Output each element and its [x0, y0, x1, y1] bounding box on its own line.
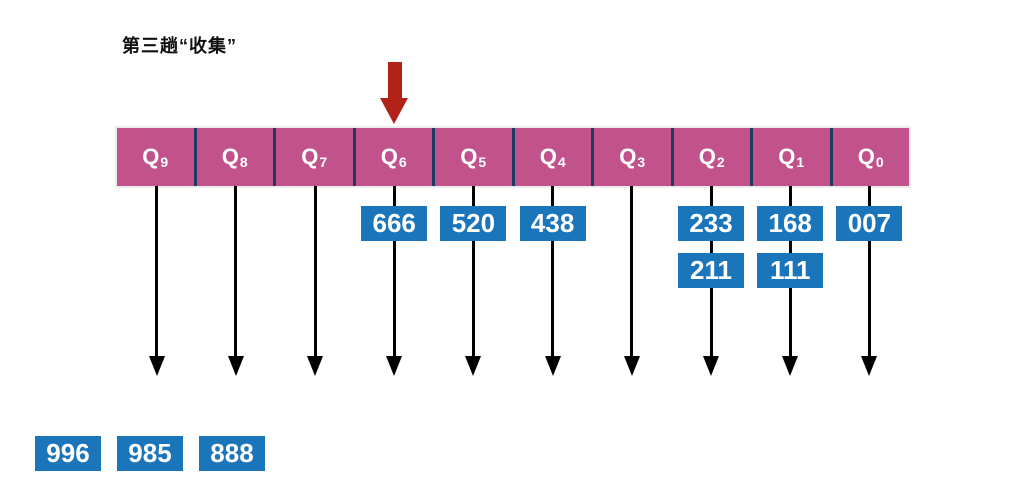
queue-items-stack: 438: [519, 206, 586, 241]
value-box: 438: [519, 206, 586, 241]
value-box: 007: [836, 206, 903, 241]
down-arrow-icon: [703, 356, 720, 376]
down-arrow-icon: [307, 356, 323, 376]
down-arrow-icon: [227, 356, 244, 376]
queue-column-q6: 666: [355, 186, 434, 386]
queue-column-q3: [592, 186, 671, 386]
queue-label: Q: [778, 144, 796, 169]
queue-column-q7: [275, 186, 354, 386]
flow-arrow-line: [234, 186, 238, 358]
queue-column-q0: 007: [830, 186, 909, 386]
queue-items-stack: 520: [440, 206, 507, 241]
value-box: 211: [678, 253, 745, 288]
queue-subscript: 2: [716, 154, 725, 170]
queue-subscript: 8: [239, 154, 248, 170]
value-box: 111: [757, 253, 824, 288]
queue-column-q9: [117, 186, 196, 386]
queue-subscript: 5: [478, 154, 487, 170]
value-box: 233: [678, 206, 745, 241]
flow-arrow-line: [155, 186, 159, 358]
queue-columns: 666 520 438 233 211: [117, 186, 909, 386]
value-box: 520: [440, 206, 507, 241]
down-arrow-icon: [465, 356, 482, 376]
flow-arrow-line: [551, 186, 555, 358]
queue-subscript: 6: [398, 154, 407, 170]
queue-label: Q: [301, 144, 319, 169]
queue-column-q8: [196, 186, 275, 386]
queue-label: Q: [142, 144, 160, 169]
collected-value-box: 985: [117, 436, 183, 471]
queue-column-q4: 438: [513, 186, 592, 386]
down-arrow-icon: [861, 356, 878, 376]
flow-arrow-line: [471, 186, 475, 358]
queue-label: Q: [857, 144, 875, 169]
pointer-arrow-head: [380, 98, 408, 124]
queue-items-stack: 007: [836, 206, 903, 241]
down-arrow-icon: [386, 356, 403, 376]
down-arrow-icon: [623, 356, 640, 376]
queue-items-stack: 168 111: [757, 206, 824, 288]
collected-output-row: 996 985 888: [35, 436, 265, 471]
pointer-arrow-shaft: [388, 62, 402, 99]
down-arrow-icon: [148, 356, 165, 376]
queue-label: Q: [619, 144, 637, 169]
queue-subscript: 1: [796, 154, 805, 170]
queue-items-stack: 233 211: [678, 206, 745, 288]
queue-label: Q: [539, 144, 557, 169]
flow-arrow-line: [313, 186, 317, 358]
value-box: 666: [361, 206, 428, 241]
queue-items-stack: 666: [361, 206, 428, 241]
queue-subscript: 9: [160, 154, 169, 170]
collected-value-box: 888: [199, 436, 265, 471]
flow-arrow-line: [630, 186, 634, 358]
queue-label: Q: [221, 144, 239, 169]
value-box: 168: [757, 206, 824, 241]
queue-column-q1: 168 111: [751, 186, 830, 386]
page-title: 第三趟“收集”: [122, 36, 237, 56]
down-arrow-icon: [782, 356, 799, 376]
queue-label: Q: [698, 144, 716, 169]
queue-subscript: 7: [319, 154, 328, 170]
queue-subscript: 0: [875, 154, 884, 170]
queue-label: Q: [380, 144, 398, 169]
down-arrow-icon: [544, 356, 561, 376]
queue-column-q2: 233 211: [671, 186, 750, 386]
collected-value-box: 996: [35, 436, 101, 471]
queue-column-q5: 520: [434, 186, 513, 386]
flow-arrow-line: [867, 186, 871, 358]
queue-subscript: 3: [637, 154, 646, 170]
queue-label: Q: [460, 144, 478, 169]
flow-arrow-line: [392, 186, 396, 358]
queue-subscript: 4: [557, 154, 566, 170]
